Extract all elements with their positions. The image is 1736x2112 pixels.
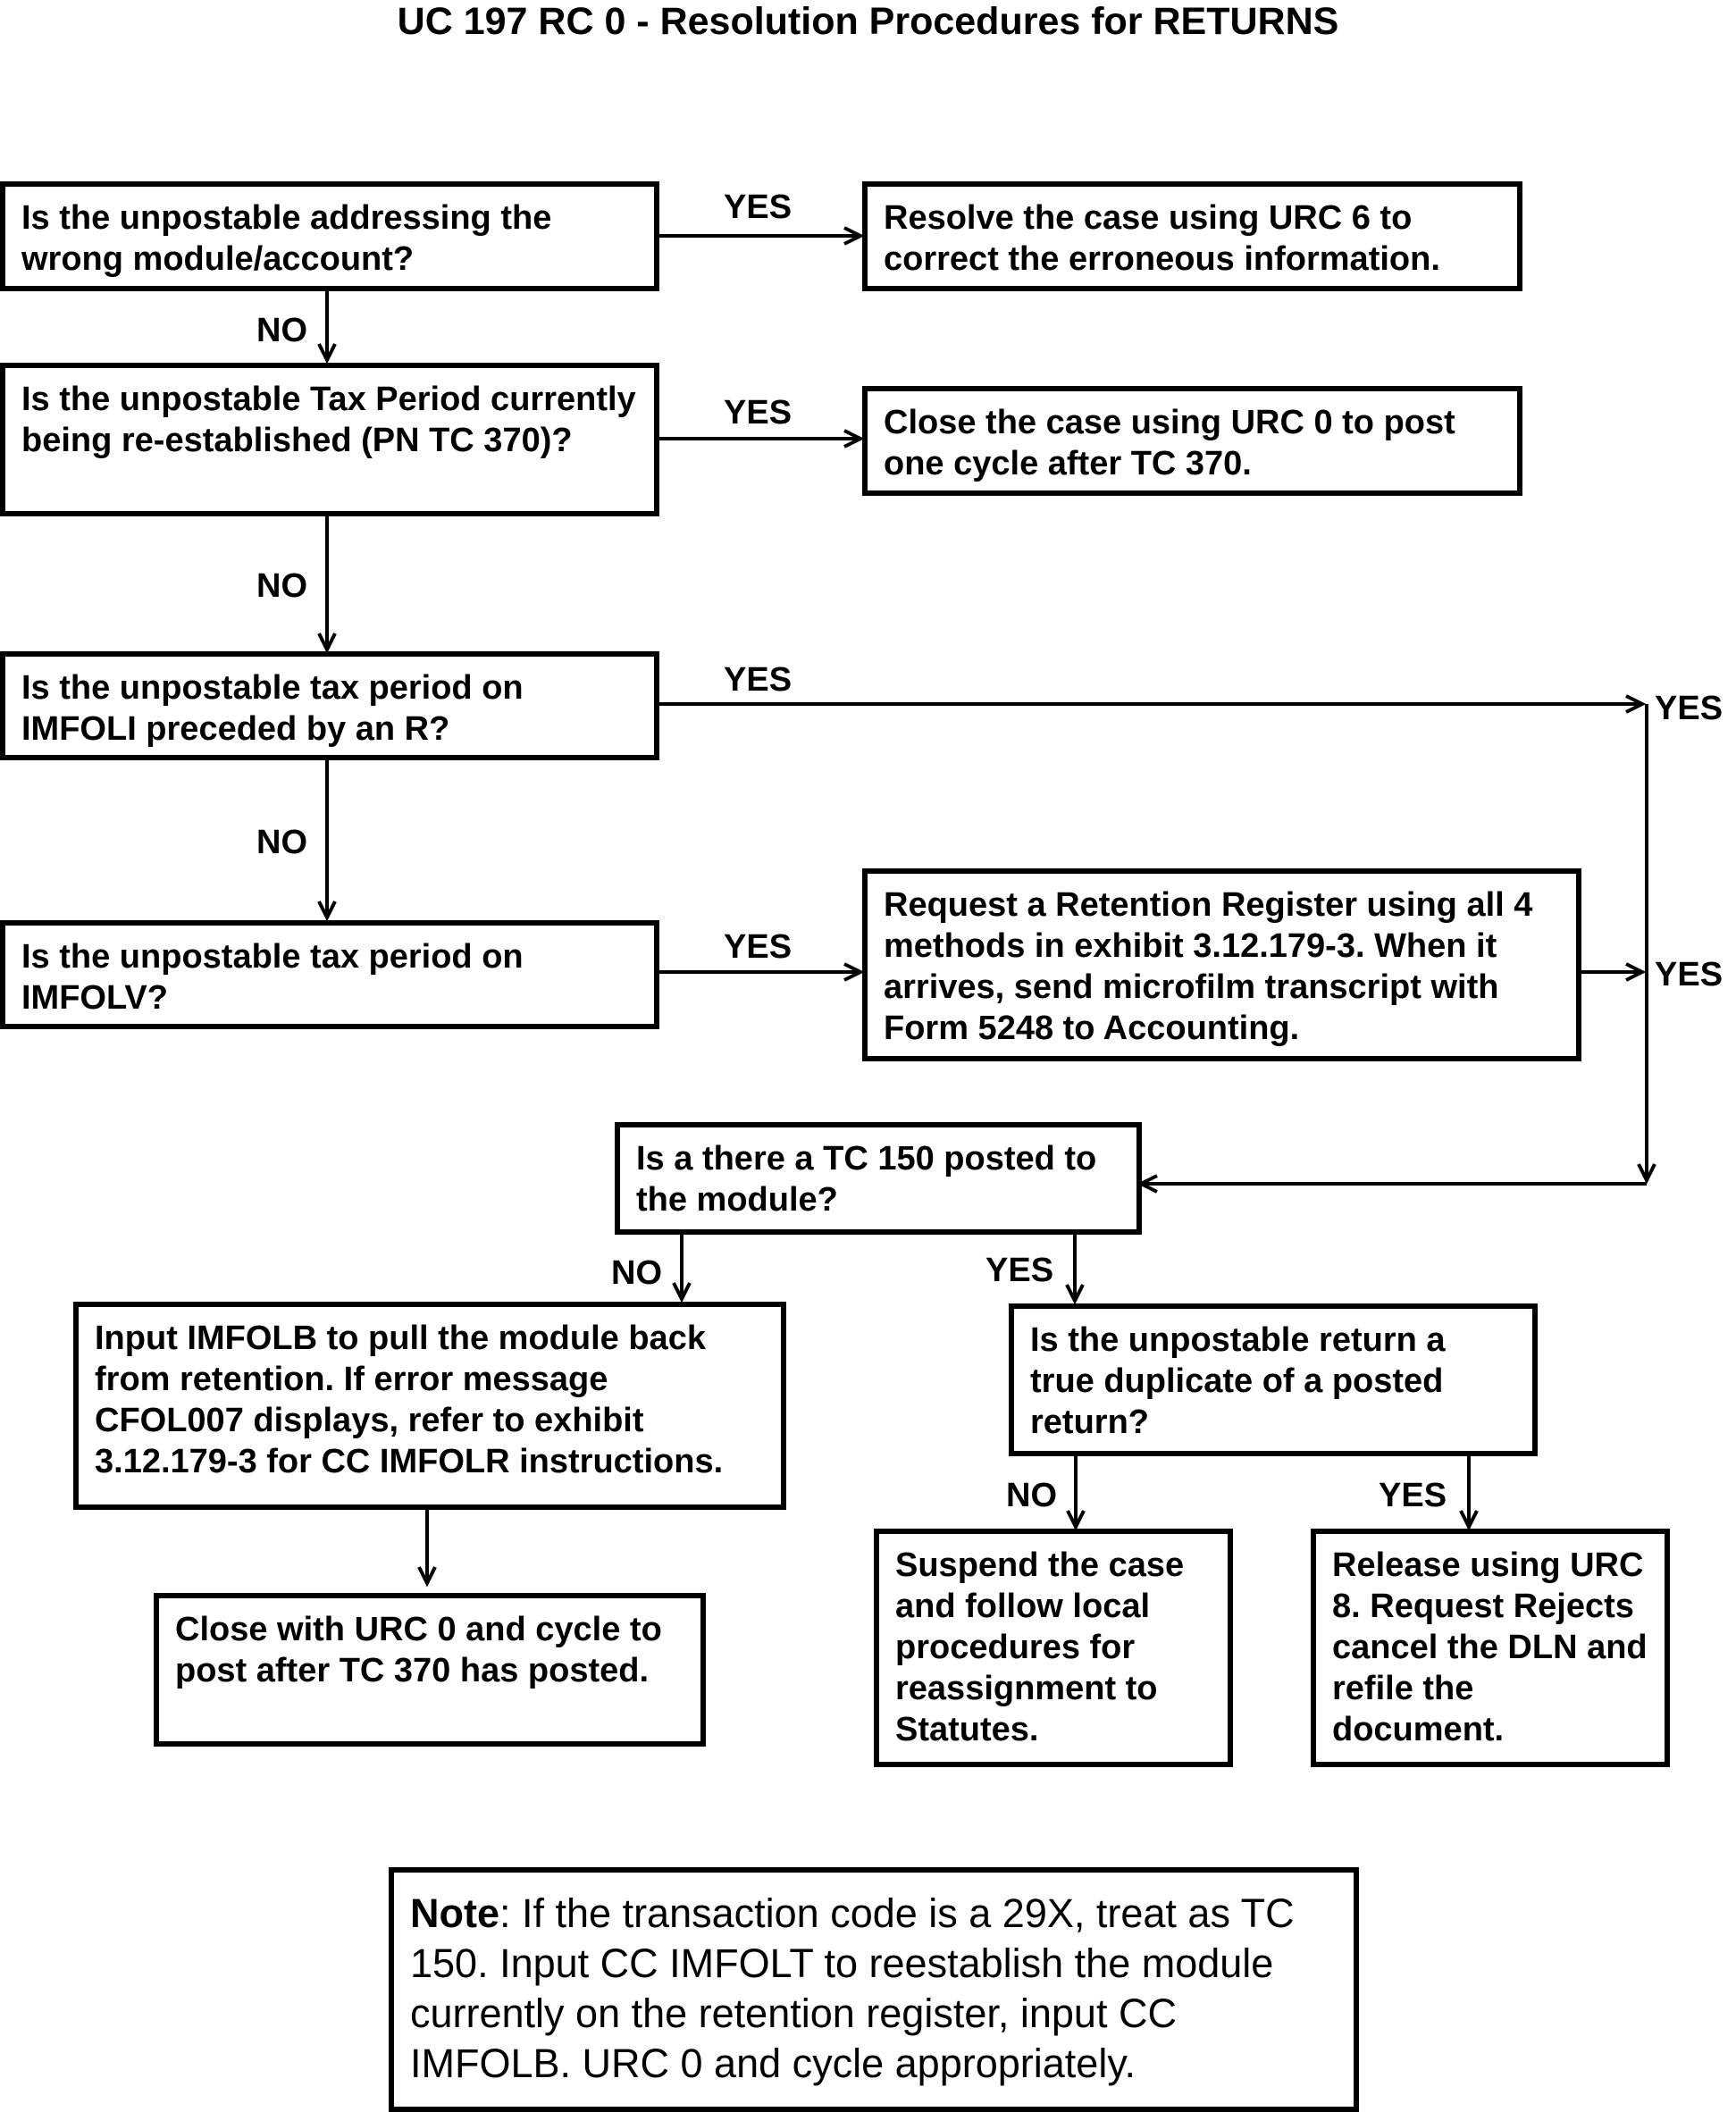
label-yes-tc150: YES	[985, 1252, 1054, 1289]
a-imfolb-box: Input IMFOLB to pull the module back fro…	[73, 1302, 786, 1510]
a-close-urc0-box: Close with URC 0 and cycle to post after…	[154, 1593, 706, 1747]
a-suspend-box: Suspend the case and follow local proced…	[874, 1529, 1233, 1767]
label-yes-rail-2: YES	[1655, 956, 1723, 993]
label-yes-duplicate: YES	[1379, 1477, 1447, 1514]
q-tc150-box: Is a there a TC 150 posted to the module…	[615, 1122, 1142, 1235]
a-urc0-after-370-box: Close the case using URC 0 to post one c…	[862, 386, 1522, 496]
note-text: : If the transaction code is a 29X, trea…	[410, 1890, 1295, 2086]
label-no-1: NO	[256, 312, 307, 349]
a-release-urc8-box: Release using URC 8. Request Rejects can…	[1311, 1529, 1670, 1767]
label-no-2: NO	[256, 567, 307, 605]
label-no-duplicate: NO	[1006, 1477, 1057, 1514]
label-yes-3: YES	[724, 661, 793, 699]
label-yes-4: YES	[724, 928, 793, 966]
label-yes-1: YES	[724, 189, 793, 226]
label-yes-2: YES	[724, 394, 793, 432]
label-yes-rail-1: YES	[1655, 690, 1723, 727]
a-urc6-box: Resolve the case using URC 6 to correct …	[862, 181, 1522, 291]
q-wrong-module-box: Is the unpostable addressing the wrong m…	[0, 181, 659, 291]
q-imfoli-r-box: Is the unpostable tax period on IMFOLI p…	[0, 651, 659, 760]
note-lead: Note	[410, 1890, 499, 1936]
a-retention-register-box: Request a Retention Register using all 4…	[862, 868, 1581, 1061]
note-box: Note: If the transaction code is a 29X, …	[389, 1867, 1359, 2112]
label-no-3: NO	[256, 824, 307, 861]
q-tax-period-box: Is the unpostable Tax Period currently b…	[0, 363, 659, 516]
q-true-duplicate-box: Is the unpostable return a true duplicat…	[1009, 1303, 1538, 1456]
label-no-tc150: NO	[611, 1254, 662, 1292]
page-title: UC 197 RC 0 - Resolution Procedures for …	[397, 0, 1339, 43]
q-imfolv-box: Is the unpostable tax period on IMFOLV?	[0, 920, 659, 1029]
